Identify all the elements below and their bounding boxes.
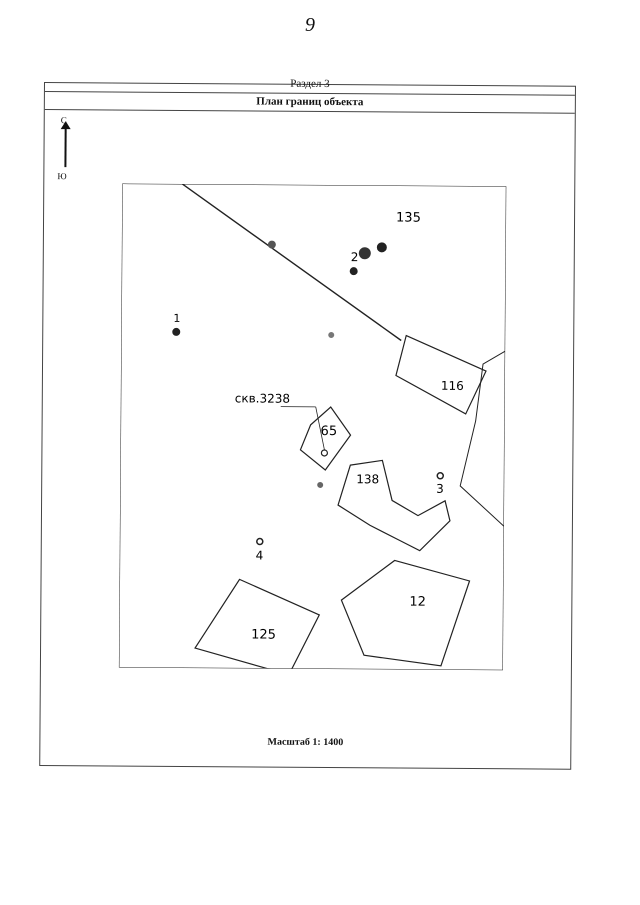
- control-point-2-label: 2: [351, 250, 359, 264]
- control-point-4-label: 4: [256, 548, 264, 562]
- page-number: 9: [305, 14, 315, 36]
- map-border: [118, 183, 507, 671]
- compass-south-label: Ю: [57, 171, 67, 182]
- vegetation-mark: [317, 481, 324, 488]
- parcel-65-label: 65: [321, 424, 338, 439]
- parcel-116-outline: [395, 334, 487, 415]
- control-point-2: [349, 267, 358, 276]
- control-point-4: [256, 537, 264, 546]
- parcel-12-label: 12: [409, 595, 426, 610]
- control-point-3: [436, 472, 445, 480]
- control-point-1-label: 1: [173, 312, 180, 325]
- north-arrow: С Ю: [54, 115, 78, 185]
- boundary-line: [181, 183, 402, 342]
- vegetation-mark: [267, 240, 276, 249]
- plan-title: План границ объекта: [44, 91, 575, 114]
- vegetation-mark: [328, 332, 335, 339]
- well-leader: [315, 406, 325, 451]
- section-title: Раздел 3: [290, 77, 330, 90]
- plan-frame: Раздел 3 План границ объекта С Ю 135 116…: [39, 78, 576, 770]
- parcel-12-outline: [340, 559, 471, 667]
- parcel-138-label: 138: [356, 472, 379, 486]
- parcel-125-label: 125: [251, 627, 276, 642]
- control-point-3-label: 3: [436, 482, 444, 496]
- boundary-map: 135 116 65 138 12 125 1 2 3 4 скв.3238: [118, 183, 507, 671]
- parcel-65-outline: [299, 406, 352, 471]
- map-scale: Масштаб 1: 1400: [267, 736, 344, 749]
- parcel-135-label: 135: [396, 210, 421, 225]
- north-arrow-icon: [64, 127, 67, 168]
- parcel-125-outline: [194, 578, 321, 671]
- road-line: [459, 350, 506, 527]
- vegetation-mark: [358, 247, 371, 260]
- well-label: скв.3238: [235, 391, 290, 405]
- vegetation-mark: [376, 242, 387, 253]
- control-point-1: [172, 327, 181, 336]
- parcel-116-label: 116: [441, 379, 464, 393]
- parcel-138-outline: [337, 459, 451, 552]
